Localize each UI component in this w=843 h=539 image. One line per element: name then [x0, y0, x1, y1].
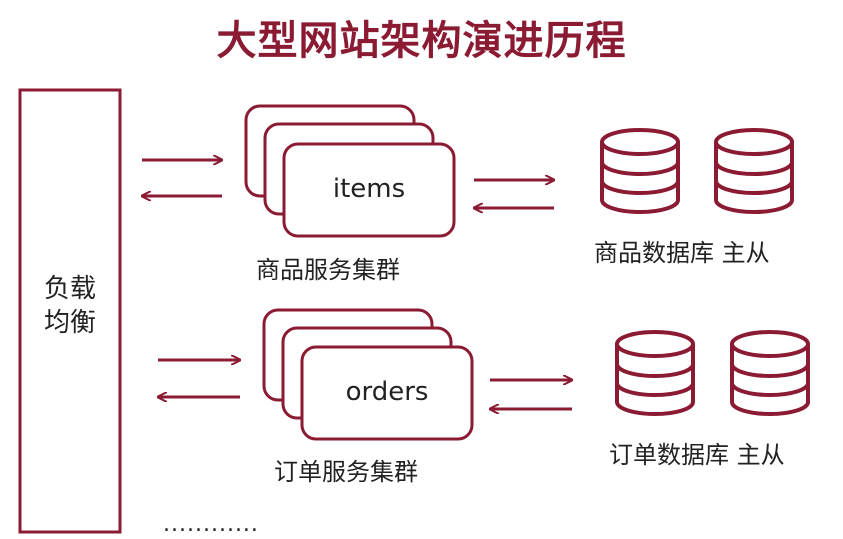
orders-cluster-label: 订单服务集群	[274, 458, 418, 486]
orders-card-label: orders	[345, 377, 429, 407]
items-card-label: items	[332, 174, 406, 204]
page-title: 大型网站架构演进历程	[216, 18, 627, 64]
orders-card-front	[300, 345, 474, 441]
items-db-master-icon	[600, 128, 680, 214]
items-db-slave-icon	[714, 128, 794, 214]
items-cluster-label: 商品服务集群	[256, 256, 400, 284]
items-card-front	[282, 142, 456, 238]
items-db-label: 商品数据库 主从	[594, 239, 770, 267]
orders-db-label: 订单数据库 主从	[609, 441, 785, 469]
more-clusters-ellipsis: ............	[163, 512, 259, 537]
load-balancer-label: 负载 均衡	[24, 272, 116, 340]
orders-db-slave-icon	[730, 330, 810, 416]
load-balancer-line2: 均衡	[43, 308, 96, 338]
orders-db-master-icon	[615, 330, 695, 416]
load-balancer-line1: 负载	[43, 274, 96, 304]
load-balancer-box	[18, 88, 122, 534]
